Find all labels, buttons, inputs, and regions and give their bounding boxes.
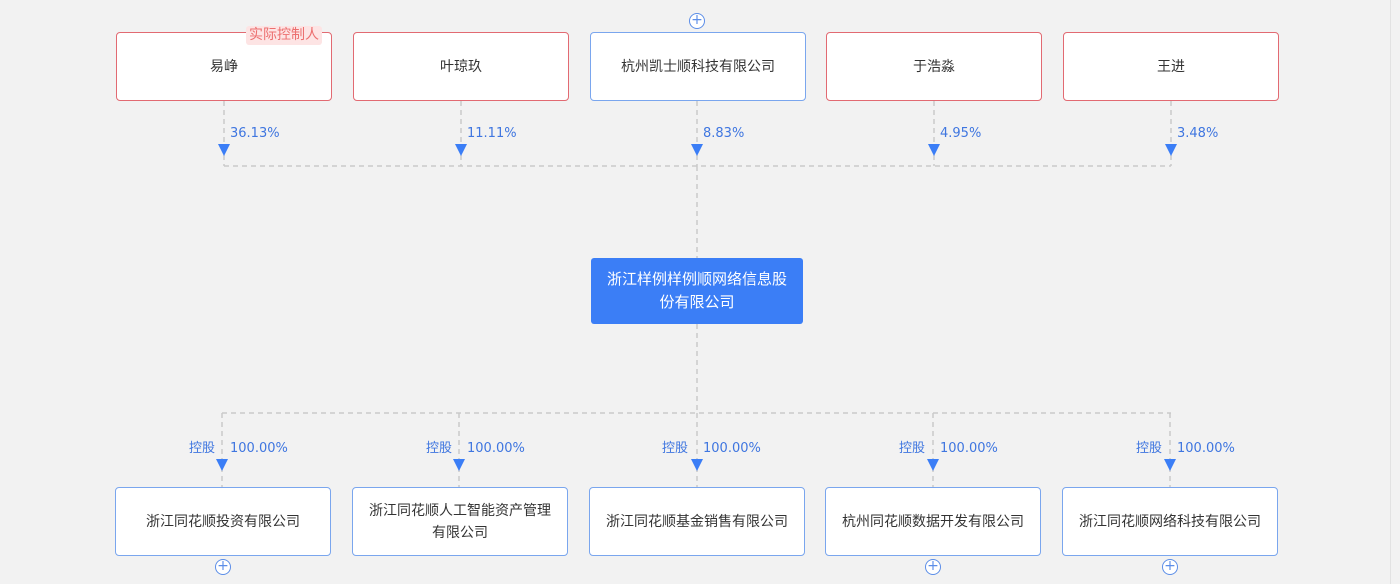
subsidiary-name: 浙江同花顺基金销售有限公司	[606, 513, 788, 530]
subsidiary-node[interactable]: 浙江同花顺投资有限公司	[115, 487, 331, 556]
center-company-node[interactable]: 浙江样例样例顺网络信息股份有限公司	[591, 258, 803, 324]
arrow-down-icon	[453, 459, 465, 471]
subsidiary-node[interactable]: 浙江同花顺人工智能资产管理有限公司	[352, 487, 568, 556]
arrow-down-icon	[691, 144, 703, 156]
holding-percent: 100.00%	[1177, 441, 1235, 456]
relation-label: 控股	[1136, 441, 1163, 456]
holding-percent: 8.83%	[703, 126, 745, 141]
holding-percent: 100.00%	[940, 441, 998, 456]
holding-percent: 100.00%	[467, 441, 525, 456]
holding-percent: 4.95%	[940, 126, 982, 141]
shareholder-name: 叶琼玖	[440, 58, 482, 75]
subsidiary-name: 浙江同花顺人工智能资产管理有限公司	[369, 502, 551, 541]
shareholder-node[interactable]: 杭州凯士顺科技有限公司	[590, 32, 806, 101]
shareholder-name: 易峥	[210, 58, 238, 75]
center-company-name: 浙江样例样例顺网络信息股份有限公司	[606, 270, 787, 311]
subsidiary-node[interactable]: 杭州同花顺数据开发有限公司	[825, 487, 1041, 556]
subsidiary-node[interactable]: 浙江同花顺基金销售有限公司	[589, 487, 805, 556]
relation-label: 控股	[426, 441, 453, 456]
holding-percent: 36.13%	[230, 126, 280, 141]
expand-plus-icon[interactable]: +	[215, 559, 231, 575]
arrow-down-icon	[216, 459, 228, 471]
subsidiary-node[interactable]: 浙江同花顺网络科技有限公司	[1062, 487, 1278, 556]
arrow-down-icon	[927, 459, 939, 471]
arrow-down-icon	[218, 144, 230, 156]
actual-controller-tag: 实际控制人	[246, 26, 322, 45]
shareholder-name: 于浩淼	[913, 58, 955, 75]
subsidiary-name: 浙江同花顺投资有限公司	[146, 513, 300, 530]
relation-label: 控股	[189, 441, 216, 456]
arrow-down-icon	[1165, 144, 1177, 156]
expand-plus-icon[interactable]: +	[925, 559, 941, 575]
relation-label: 控股	[662, 441, 689, 456]
shareholder-node[interactable]: 王进	[1063, 32, 1279, 101]
arrow-down-icon	[455, 144, 467, 156]
arrow-down-icon	[691, 459, 703, 471]
arrow-down-icon	[1164, 459, 1176, 471]
subsidiary-name: 浙江同花顺网络科技有限公司	[1079, 513, 1261, 530]
expand-plus-icon[interactable]: +	[689, 13, 705, 29]
holding-percent: 3.48%	[1177, 126, 1219, 141]
arrow-down-icon	[928, 144, 940, 156]
shareholder-node[interactable]: 叶琼玖	[353, 32, 569, 101]
holding-percent: 100.00%	[230, 441, 288, 456]
holding-percent: 100.00%	[703, 441, 761, 456]
shareholder-node[interactable]: 于浩淼	[826, 32, 1042, 101]
relation-label: 控股	[899, 441, 926, 456]
shareholder-name: 杭州凯士顺科技有限公司	[621, 58, 775, 75]
shareholder-name: 王进	[1157, 58, 1185, 75]
holding-percent: 11.11%	[467, 126, 517, 141]
subsidiary-name: 杭州同花顺数据开发有限公司	[842, 513, 1024, 530]
expand-plus-icon[interactable]: +	[1162, 559, 1178, 575]
